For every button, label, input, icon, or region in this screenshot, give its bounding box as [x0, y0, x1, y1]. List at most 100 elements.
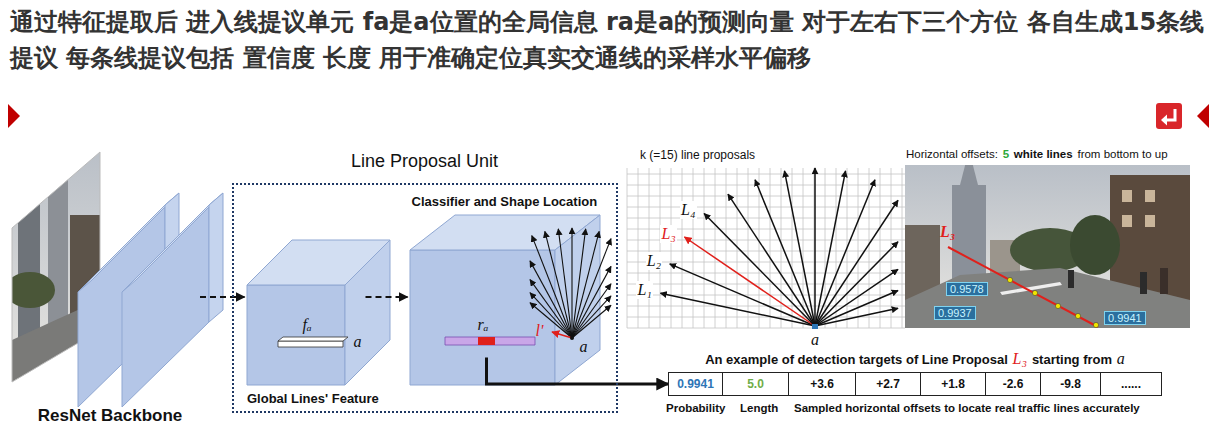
grid-line: [627, 174, 905, 175]
text-wrap: Line Proposal Unit: [234, 151, 615, 172]
unit-title: Line Proposal Unit: [351, 151, 498, 171]
anchor-label: a: [1117, 350, 1125, 368]
feature-cube: [247, 240, 390, 385]
offset-cell: +1.8: [921, 373, 986, 395]
label-wrap: An example of detection targets of Line …: [705, 350, 1125, 368]
shape-ray: [572, 296, 611, 338]
shape-ray: [571, 228, 572, 338]
classifier-cube: [410, 215, 600, 385]
field-label: Sampled horizontal offsets to locate rea…: [794, 402, 1140, 414]
offset-cell: -2.6: [986, 373, 1041, 395]
shape-ray: [545, 231, 572, 338]
proposal-label: L₃: [1013, 350, 1027, 368]
proposal-label: L₃: [940, 223, 955, 241]
lane-line: [1093, 322, 1098, 327]
confidence-tag: 0.9937: [934, 306, 976, 320]
street-photo: [1122, 215, 1132, 227]
label-wrap: 0.9937: [934, 306, 976, 320]
backbone-slab: [209, 193, 223, 322]
nav-marker: [1197, 104, 1209, 128]
grid-line: [627, 284, 905, 285]
grid-line: [627, 196, 905, 197]
street-photo: [905, 165, 1190, 328]
grid-line: [627, 168, 628, 328]
field-label: Length: [740, 402, 778, 414]
street-photo: [905, 165, 1190, 328]
lane-line: [1055, 303, 1060, 308]
grid-line: [682, 168, 683, 328]
street-photo: [1145, 215, 1155, 227]
grid-line: [660, 168, 661, 328]
proposal-ray: [704, 213, 815, 326]
lane-line: [1075, 313, 1080, 318]
grid-line: [880, 168, 881, 328]
shape-ray: [570, 336, 574, 340]
proposal-ray: [684, 237, 815, 326]
grid-line: [726, 168, 727, 328]
text-wrap: l': [536, 322, 544, 340]
street-photo: [1068, 270, 1074, 288]
grid-line: [671, 168, 672, 328]
proposal-label: L₄: [680, 201, 696, 219]
grid-line: [693, 168, 694, 328]
shape-ray: [572, 231, 599, 338]
proposal-ray: [660, 168, 898, 329]
backbone-slab: [122, 193, 223, 292]
proposal-ray: [814, 168, 816, 326]
proposal-unit-box: Line Proposal UnitfₐaClassifier and Shap…: [232, 183, 618, 413]
feature-slice: [278, 341, 343, 347]
anchor-label: a: [354, 333, 362, 350]
classifier-cube: Classifier and Shape Locationrₐal': [408, 188, 614, 358]
grid-line: [649, 168, 650, 328]
shape-ray: [572, 305, 611, 338]
feature-cube: [345, 240, 390, 385]
field-label: Probability: [666, 402, 725, 414]
street-photo: [1070, 215, 1120, 275]
text-wrap: rₐ: [478, 316, 489, 334]
proposal-ray: [815, 200, 898, 326]
shape-ray: [530, 228, 611, 340]
lane-line: [1007, 277, 1012, 282]
label-wrap: L₄: [680, 201, 696, 219]
proposal-ray: [815, 308, 898, 326]
feature-slice: [278, 337, 348, 347]
return-icon: [1156, 103, 1182, 129]
photo-caption: Horizontal offsets:: [906, 148, 998, 160]
shape-ray: [572, 284, 611, 338]
grid-line: [627, 317, 905, 318]
grid-line: [627, 218, 905, 219]
label-wrap: L₂: [646, 252, 662, 270]
probability-cell: 0.9941: [669, 373, 723, 395]
proposal-ray: [784, 171, 815, 326]
example-caption: starting from: [1032, 352, 1112, 367]
return-icon: [1166, 109, 1175, 120]
grid-line: [803, 168, 804, 328]
target-table: 0.99415.0+3.6+2.7+1.8-2.6-9.8......: [668, 372, 1162, 396]
return-icon: [1156, 103, 1182, 129]
grid-line: [627, 168, 905, 328]
length-cell: 5.0: [723, 373, 789, 395]
grid-line: [627, 273, 905, 274]
grid-line: [858, 168, 859, 328]
label-wrap: L₃: [940, 223, 955, 241]
proposal-ray: [815, 269, 898, 326]
grid-line: [781, 168, 782, 328]
label-wrap: k (=15) line proposals: [640, 148, 755, 162]
label-wrap: 0.9941: [1104, 311, 1146, 325]
prediction-slice: [478, 337, 495, 345]
street-photo: [960, 165, 978, 185]
anchor-label: a: [580, 338, 588, 355]
grid-line: [627, 328, 905, 329]
photo-caption: from bottom to up: [1077, 148, 1167, 160]
figure-caption: k (=15) line proposals: [640, 148, 755, 162]
flow-arrow: [200, 296, 245, 298]
feature-label: Global Lines' Feature: [247, 391, 379, 406]
feature-symbol: fₐ: [303, 316, 312, 333]
offset-cell: ......: [1101, 373, 1161, 395]
grid-line: [638, 168, 639, 328]
photo-caption: 5: [1003, 148, 1009, 160]
example-caption: An example of detection targets of Line …: [705, 352, 1008, 367]
label-wrap: Sampled horizontal offsets to locate rea…: [794, 402, 1140, 414]
backbone-slab: [78, 193, 223, 407]
